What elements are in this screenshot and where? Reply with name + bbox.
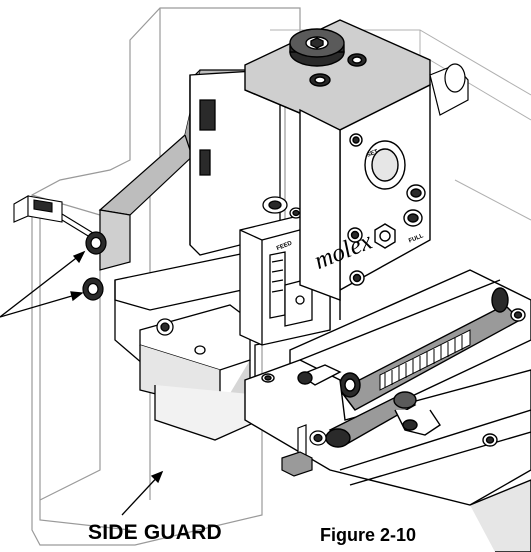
side-guard-pointer: [121, 470, 164, 516]
set-marking: SET: [366, 149, 379, 159]
full-marking: FULL: [408, 233, 425, 244]
latch-lever: [297, 364, 441, 448]
screw-pointer-lines: [0, 250, 86, 318]
connector-plug: [13, 195, 99, 243]
locating-pin: [281, 424, 327, 477]
side-cylinder: [429, 63, 469, 116]
adjust-knob: [289, 28, 367, 87]
feed-marking: FEED: [276, 240, 294, 252]
figure-caption: Figure 2-10: [320, 525, 417, 545]
side-guard-label: SIDE GUARD: [88, 521, 222, 544]
guard-screw-upper: [85, 231, 107, 255]
guard-screw-lower: [82, 277, 104, 301]
terminal-comb: [379, 329, 471, 391]
